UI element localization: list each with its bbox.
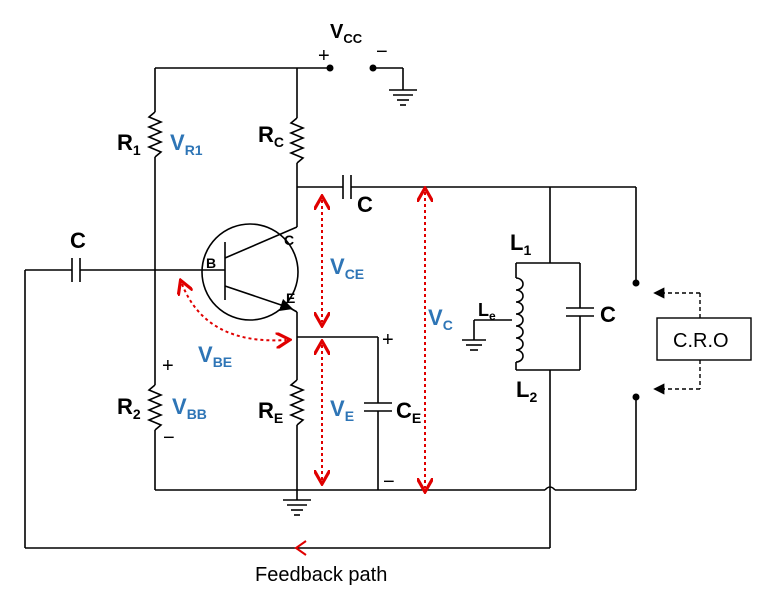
- l1-label: L1: [510, 230, 531, 258]
- ve-plus-sign: +: [382, 329, 394, 351]
- l2-label: L2: [516, 377, 537, 405]
- emitter-label: E: [286, 290, 295, 306]
- vbb-plus-sign: +: [162, 355, 174, 377]
- r2-resistor: [146, 375, 164, 490]
- ce-capacitor: [297, 336, 392, 490]
- cro-terminal-bottom: [632, 393, 640, 401]
- r1-resistor: [146, 68, 164, 375]
- ground-icon: [462, 339, 486, 351]
- top-rail: [155, 64, 417, 106]
- collector-label: C: [284, 232, 294, 248]
- bottom-rail: [155, 400, 637, 491]
- feedback-arrow-icon: [294, 540, 307, 556]
- vc-label: VC: [428, 305, 453, 333]
- feedback-label: Feedback path: [255, 564, 387, 586]
- c-left-label: C: [70, 228, 86, 253]
- cro-label: C.R.O: [673, 330, 729, 352]
- vcc-minus-sign: −: [376, 41, 388, 63]
- r2-label: R2: [117, 394, 141, 422]
- inductor-coil: [515, 277, 524, 363]
- re-resistor: [288, 312, 306, 500]
- vce-label: VCE: [330, 254, 364, 282]
- re-label: RE: [258, 398, 283, 426]
- vcc-label: VCC: [330, 21, 363, 46]
- tank-circuit: [473, 187, 594, 548]
- ve-label: VE: [330, 396, 354, 424]
- vr1-label: VR1: [170, 130, 203, 158]
- vcc-plus-sign: +: [318, 45, 330, 67]
- ground-icon: [389, 89, 417, 106]
- base-wires: [24, 258, 225, 548]
- c-top-label: C: [357, 192, 373, 217]
- ve-minus-sign: −: [383, 471, 395, 493]
- vbb-label: VBB: [172, 394, 207, 422]
- cro-terminal-top: [632, 279, 640, 287]
- r1-label: R1: [117, 130, 141, 158]
- ground-icon: [283, 499, 311, 516]
- coupling-capacitor-output: [297, 175, 637, 280]
- base-label: B: [206, 255, 216, 271]
- vbe-arrow: [182, 284, 286, 340]
- le-label: Le: [478, 300, 496, 323]
- rc-label: RC: [258, 122, 284, 150]
- cro-probe-lines: [653, 287, 701, 395]
- feedback-path: [25, 540, 550, 556]
- vcc-positive-terminal: [326, 64, 334, 72]
- rc-resistor: [288, 68, 306, 225]
- c-tank-label: C: [600, 302, 616, 327]
- cro-box: [656, 317, 752, 361]
- ce-label: CE: [396, 398, 421, 426]
- vbb-minus-sign: −: [163, 427, 175, 449]
- vbe-label: VBE: [198, 342, 232, 370]
